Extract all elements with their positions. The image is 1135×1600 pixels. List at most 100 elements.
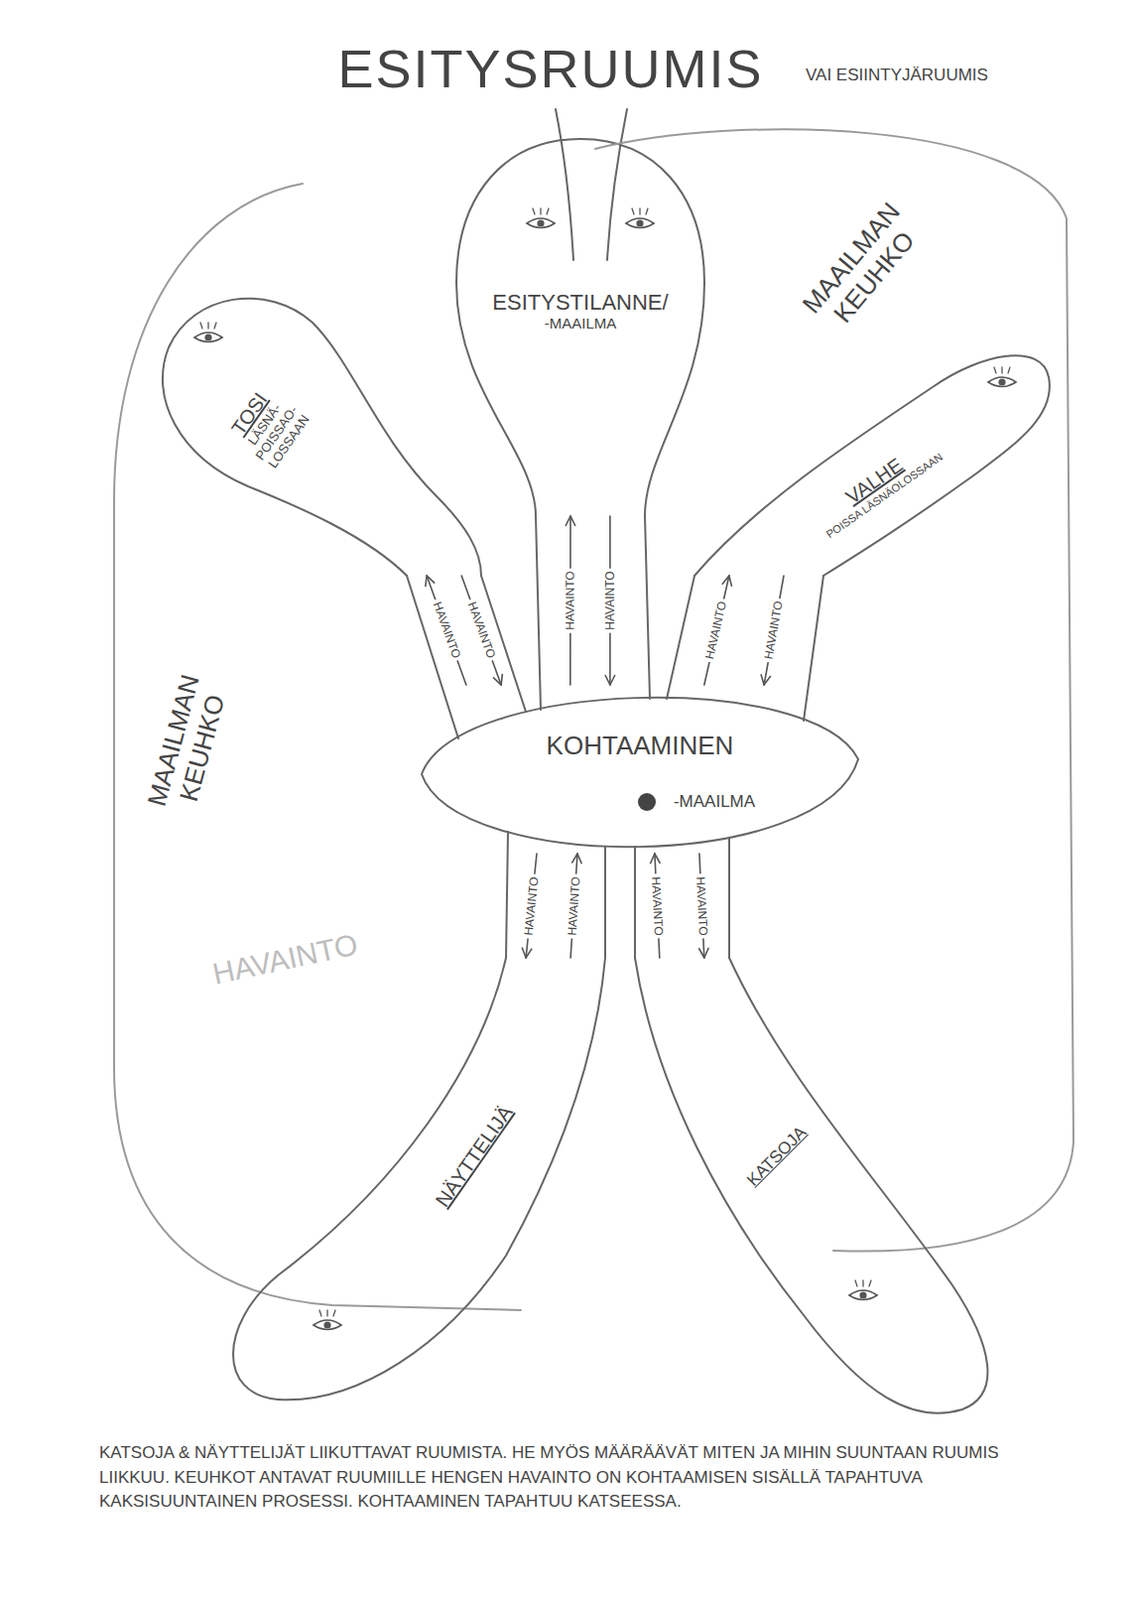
- edge-label: HAVAINTO: [562, 567, 578, 632]
- perception-arrow: [426, 575, 467, 685]
- subtitle-note: VAI ESIINTYJÄRUUMIS: [805, 65, 989, 86]
- torso-eye-shape: KOHTAAMINEN -MAAILMA: [416, 684, 864, 854]
- faint-note: HAVAINTO: [209, 927, 361, 992]
- shape-outline: [416, 684, 864, 854]
- head-shape: ESITYSTILANNE/-MAAILMA: [451, 133, 710, 516]
- lung-shape: MAAILMAN KEUHKO: [104, 173, 571, 1315]
- eye-symbol: [313, 1309, 342, 1330]
- center-dot: [637, 792, 656, 811]
- eye-lash: [638, 208, 640, 215]
- outline-path: [456, 138, 705, 516]
- edge-label: HAVAINTO: [702, 596, 732, 663]
- eye-outline: [526, 218, 555, 229]
- shape-outline: [138, 277, 487, 576]
- leg-line: [728, 837, 731, 958]
- diagram-title: ESITYSRUUMIS: [297, 37, 804, 100]
- perception-arrow: [461, 575, 502, 685]
- eye-lash: [200, 322, 203, 329]
- eye-outline: [194, 332, 223, 343]
- outline-path: [634, 957, 988, 1413]
- eye-lash: [546, 208, 549, 215]
- eye-pupil: [998, 378, 1006, 385]
- edge-label: HAVAINTO: [428, 597, 465, 664]
- text-group: NÄYTTELIJÄ: [430, 1101, 517, 1212]
- eye-lash: [645, 208, 648, 215]
- text-group: MAAILMAN KEUHKO: [136, 649, 241, 838]
- eye-pupil: [859, 1290, 867, 1298]
- node-text: KATSOJA: [743, 1122, 811, 1190]
- eye-lash: [333, 1309, 336, 1316]
- outline-path: [114, 183, 521, 1310]
- leg-shape: KATSOJA: [634, 957, 993, 1424]
- edge-label: HAVAINTO: [760, 597, 787, 664]
- arm-shape: TOSILÄSNÄ- POISSAO- LOSSAAN: [138, 277, 487, 576]
- hair-strand: [555, 109, 574, 260]
- arm-line: [803, 575, 824, 721]
- arm-shape: VALHEPOISSA LÄSNÄOLOSSAAN: [694, 337, 1052, 576]
- neck-line: [644, 515, 650, 699]
- text-group: KOHTAAMINEN: [546, 731, 735, 761]
- outline-path: [421, 697, 859, 847]
- eye-pupil: [536, 219, 544, 227]
- eye-lash: [326, 1309, 328, 1316]
- eye-symbol: [988, 367, 1016, 387]
- eye-lash: [855, 1279, 858, 1286]
- diagram-caption: KATSOJA & NÄYTTELIJÄT LIIKUTTAVAT RUUMIS…: [99, 1440, 1052, 1514]
- arm-line: [666, 575, 695, 699]
- node-text: MAAILMAN KEUHKO: [136, 649, 241, 838]
- text-group: KATSOJA: [743, 1122, 811, 1190]
- eye-lash: [319, 1309, 322, 1316]
- eye-lash: [862, 1279, 864, 1286]
- edge-label: HAVAINTO: [463, 597, 500, 664]
- eye-lash: [207, 322, 209, 329]
- node-text: -MAAILMA: [673, 791, 756, 812]
- text-group: MAAILMAN KEUHKO: [782, 180, 943, 356]
- outline-path: [162, 298, 482, 576]
- eye-outline: [626, 218, 654, 229]
- eye-pupil: [323, 1320, 331, 1328]
- eye-lash: [532, 208, 535, 215]
- node-text: ESITYSTILANNE/: [492, 289, 668, 315]
- lung-shape: MAAILMAN KEUHKO: [585, 119, 1082, 1261]
- eye-outline: [313, 1319, 342, 1330]
- eye-pupil: [635, 219, 643, 227]
- edge-label: HAVAINTO: [692, 873, 711, 939]
- eye-symbol: [526, 208, 555, 229]
- node-text: NÄYTTELIJÄ: [430, 1101, 517, 1212]
- node-text: -MAAILMA: [492, 314, 668, 332]
- eye-symbol: [626, 208, 654, 229]
- node-text: VALHE: [810, 431, 938, 530]
- leg-line: [604, 846, 607, 958]
- node-text: MAAILMAN KEUHKO: [782, 180, 943, 356]
- text-group: -MAAILMA: [673, 791, 756, 812]
- edge-label: HAVAINTO: [564, 872, 584, 938]
- eye-pupil: [204, 333, 212, 341]
- text-group: VALHEPOISSA LÄSNÄOLOSSAAN: [810, 431, 945, 541]
- outline-path: [233, 957, 606, 1399]
- node-text: KOHTAAMINEN: [546, 731, 735, 761]
- eye-symbol: [849, 1279, 878, 1300]
- eye-lash: [869, 1279, 872, 1286]
- text-group: ESITYSTILANNE/-MAAILMA: [492, 289, 668, 333]
- hair-strand: [607, 109, 628, 260]
- outline-path: [595, 128, 1074, 1251]
- eye-lash: [994, 367, 997, 374]
- leg-line: [633, 846, 636, 958]
- shape-outline: [198, 957, 616, 1399]
- edge-label: HAVAINTO: [647, 873, 666, 939]
- edge-label: HAVAINTO: [520, 872, 543, 939]
- neck-line: [535, 515, 541, 710]
- leg-shape: NÄYTTELIJÄ: [198, 957, 616, 1399]
- eye-lash: [1001, 367, 1003, 374]
- leg-line: [505, 831, 508, 958]
- eye-lash: [214, 322, 217, 329]
- eye-lash: [1008, 367, 1010, 374]
- shape-outline: [694, 337, 1052, 576]
- eye-lash: [631, 208, 634, 215]
- eye-outline: [988, 377, 1016, 387]
- shape-outline: [634, 957, 993, 1424]
- text-group: TOSILÄSNÄ- POISSAO- LOSSAAN: [214, 371, 321, 484]
- outline-path: [694, 355, 1050, 576]
